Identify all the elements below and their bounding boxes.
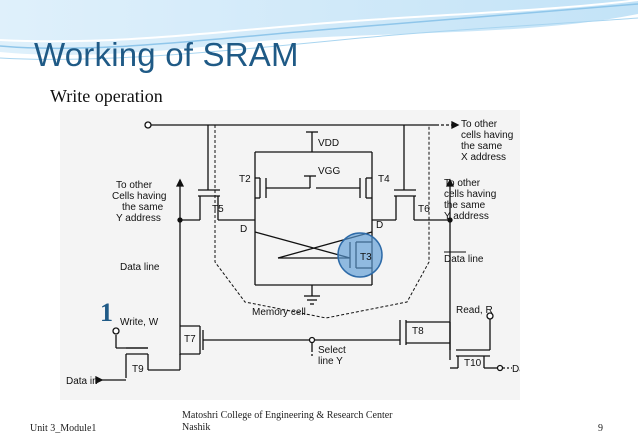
- label-left-3: the same: [122, 202, 164, 213]
- label-vdd: VDD: [318, 138, 339, 149]
- header-wave-decoration: [0, 0, 638, 60]
- slide-title: Working of SRAM: [34, 36, 299, 73]
- label-data-line-left: Data line: [120, 262, 160, 273]
- step-marker: 1: [100, 298, 113, 327]
- slide-subtitle: Write operation: [50, 86, 163, 106]
- label-t2: T2: [239, 174, 251, 185]
- label-left-1: To other: [116, 180, 153, 191]
- label-t7: T7: [184, 334, 196, 345]
- footer-college-line2: Nashik: [182, 422, 211, 433]
- label-right-3: the same: [444, 200, 486, 211]
- label-data-line-right: Data line: [444, 254, 484, 265]
- label-read: Read, R: [456, 305, 493, 316]
- page-number: 9: [598, 423, 603, 434]
- label-node-d-left: D: [240, 224, 247, 235]
- label-t6: T6: [418, 204, 430, 215]
- label-t5: T5: [212, 204, 224, 215]
- label-top-right-2: cells having: [461, 130, 513, 141]
- label-write: Write, W: [120, 317, 159, 328]
- footer-college: Matoshri College of Engineering & Resear…: [182, 410, 393, 434]
- label-t9: T9: [132, 364, 144, 375]
- label-t10: T10: [464, 358, 482, 369]
- label-data-in: Data in: [66, 376, 98, 387]
- label-top-right-4: X address: [461, 152, 506, 163]
- label-t3: T3: [360, 252, 372, 263]
- label-right-2: cells having: [444, 189, 496, 200]
- label-top-right-1: To other: [461, 119, 498, 130]
- label-t8: T8: [412, 326, 424, 337]
- sram-circuit-figure: To other cells having the same X address…: [60, 110, 520, 400]
- label-data-out: Data out: [512, 364, 520, 375]
- label-select-2: line Y: [318, 356, 343, 367]
- label-left-2: Cells having: [112, 191, 166, 202]
- label-select-1: Select: [318, 345, 346, 356]
- sram-circuit-diagram: To other cells having the same X address…: [66, 119, 520, 387]
- label-right-4: Y address: [444, 211, 489, 222]
- t3-highlight: [337, 232, 383, 278]
- label-vgg: VGG: [318, 166, 340, 177]
- footer-college-line1: Matoshri College of Engineering & Resear…: [182, 410, 393, 421]
- label-node-d-right: D: [376, 220, 383, 231]
- footer-unit: Unit 3_Module1: [30, 423, 97, 434]
- label-top-right-3: the same: [461, 141, 503, 152]
- label-t4: T4: [378, 174, 390, 185]
- label-right-1: To other: [444, 178, 481, 189]
- label-left-4: Y address: [116, 213, 161, 224]
- label-memory-cell: Memory cell: [252, 307, 306, 318]
